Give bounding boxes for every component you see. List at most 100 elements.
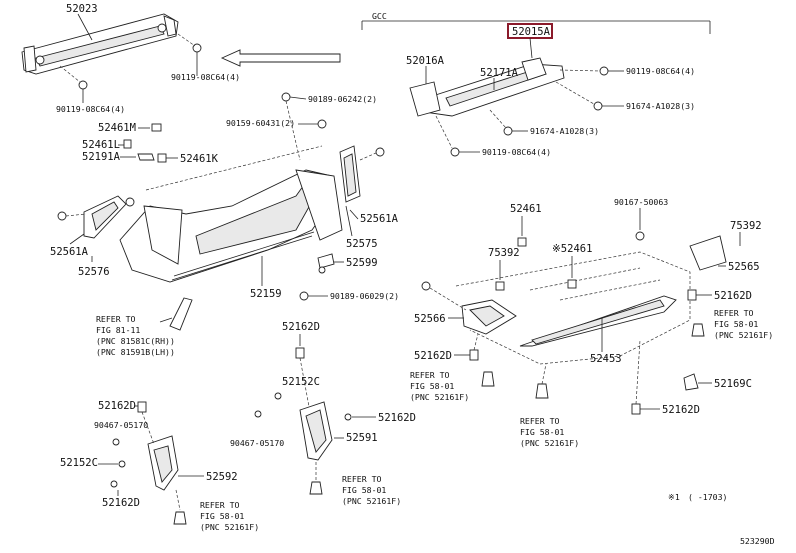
clip-icon (295, 347, 305, 359)
label-90467-a[interactable]: 90467-05170 (94, 420, 148, 430)
label-75392-m[interactable]: 75392 (488, 247, 520, 259)
bolt-icon (503, 126, 513, 136)
label-52599[interactable]: 52599 (346, 257, 378, 269)
clip-icon (318, 266, 326, 274)
label-75392-r[interactable]: 75392 (730, 220, 762, 232)
clip-icon (469, 349, 479, 361)
label-52461M[interactable]: 52461M (98, 122, 136, 134)
ref58b-line1: REFER TO (342, 474, 382, 484)
label-52162D-3[interactable]: 52162D (282, 321, 320, 333)
label-52453[interactable]: 52453 (590, 353, 622, 365)
clip-icon (274, 392, 282, 400)
label-52461-b[interactable]: ※52461 (552, 243, 592, 255)
label-52592[interactable]: 52592 (206, 471, 238, 483)
clip-icon (137, 401, 147, 413)
clip-icon (110, 480, 118, 488)
footnote-mark: ※1 (668, 492, 680, 502)
clip-icon (687, 289, 697, 301)
label-52575[interactable]: 52575 (346, 238, 378, 250)
screw-icon (691, 323, 705, 337)
ref58c-line1: REFER TO (714, 308, 754, 318)
clip-icon (125, 197, 135, 207)
ref58c-line3: (PNC 52161F) (714, 330, 773, 340)
label-52015A[interactable]: 52015A (512, 26, 551, 38)
label-52561A-l[interactable]: 52561A (50, 246, 89, 258)
clip-icon (421, 281, 431, 291)
label-52561A-r[interactable]: 52561A (360, 213, 399, 225)
label-52565[interactable]: 52565 (728, 261, 760, 273)
ref58e-line3: (PNC 52161F) (520, 438, 579, 448)
label-90119-tl[interactable]: 90119-08C64(4) (56, 104, 125, 114)
footnote-range: ( -1703) (688, 492, 727, 502)
label-52162D-6[interactable]: 52162D (378, 412, 416, 424)
label-52162D-4[interactable]: 52162D (98, 400, 136, 412)
label-52023[interactable]: 52023 (66, 3, 98, 15)
label-52159[interactable]: 52159 (250, 288, 282, 300)
ref81-line3: (PNC 81581C(RH)) (96, 336, 175, 346)
clip-icon (123, 139, 132, 149)
label-52461L[interactable]: 52461L (82, 139, 120, 151)
label-52162D-5[interactable]: 52162D (102, 497, 140, 509)
clip-icon (157, 153, 167, 163)
part-52023-shape (21, 13, 179, 75)
bolt-icon (593, 101, 603, 111)
clip-icon (254, 410, 262, 418)
ref58b-line3: (PNC 52161F) (342, 496, 401, 506)
label-52191A[interactable]: 52191A (82, 151, 121, 163)
bolt-icon (599, 66, 609, 76)
ref58b-line2[interactable]: FIG 58-01 (342, 485, 386, 495)
screw-icon (309, 481, 323, 495)
clip-icon (317, 253, 335, 269)
ref58c-line2[interactable]: FIG 58-01 (714, 319, 758, 329)
label-52461-a[interactable]: 52461 (510, 203, 542, 215)
label-52576[interactable]: 52576 (78, 266, 110, 278)
label-52162D-1[interactable]: 52162D (714, 290, 752, 302)
label-90189-2[interactable]: 90189-06242(2) (308, 94, 377, 104)
part-52171A-shape (409, 57, 565, 117)
clip-icon (567, 279, 577, 289)
label-91674-r[interactable]: 91674-A1028(3) (626, 101, 695, 111)
bolt-icon (450, 147, 460, 157)
gcc-bracket (361, 20, 711, 34)
label-52152C-a[interactable]: 52152C (60, 457, 98, 469)
ref58d-line3: (PNC 52161F) (410, 392, 469, 402)
ref58a-line3: (PNC 52161F) (200, 522, 259, 532)
clip-icon (344, 413, 352, 421)
clip-icon (631, 403, 641, 415)
clip-icon (151, 123, 162, 132)
label-90119-m[interactable]: 90119-08C64(4) (482, 147, 551, 157)
ref58e-line2[interactable]: FIG 58-01 (520, 427, 564, 437)
bolt-icon (192, 43, 202, 53)
ref58d-line1: REFER TO (410, 370, 450, 380)
clip-icon (57, 211, 67, 221)
label-90119-r[interactable]: 90119-08C64(4) (626, 66, 695, 76)
label-91674-m[interactable]: 91674-A1028(3) (530, 126, 599, 136)
ref58d-line2[interactable]: FIG 58-01 (410, 381, 454, 391)
label-52169C[interactable]: 52169C (714, 378, 752, 390)
label-52016A[interactable]: 52016A (406, 55, 445, 67)
label-90467-b[interactable]: 90467-05170 (230, 438, 284, 448)
front-arrow-icon (220, 49, 341, 67)
label-90167[interactable]: 90167-50063 (614, 197, 668, 207)
part-52576-shape (83, 195, 127, 239)
label-90189-06029[interactable]: 90189-06029(2) (330, 291, 399, 301)
label-52591[interactable]: 52591 (346, 432, 378, 444)
ref58a-line1: REFER TO (200, 500, 240, 510)
lamp-cover-shape (169, 297, 193, 331)
diagram-code: 523290D (740, 536, 775, 546)
ref81-line2[interactable]: FIG 81-11 (96, 325, 140, 335)
screw-icon (481, 371, 495, 387)
part-52592-shape (147, 435, 179, 491)
ref81-line4: (PNC 81591B(LH)) (96, 347, 175, 357)
label-52566[interactable]: 52566 (414, 313, 446, 325)
ref58a-line2[interactable]: FIG 58-01 (200, 511, 244, 521)
label-52461K[interactable]: 52461K (180, 153, 219, 165)
part-52566-shape (461, 299, 517, 335)
label-90119-tr[interactable]: 90119-08C64(4) (171, 72, 240, 82)
label-52152C-b[interactable]: 52152C (282, 376, 320, 388)
label-90159-2[interactable]: 90159-60431(2) (226, 118, 295, 128)
label-52162D-2[interactable]: 52162D (414, 350, 452, 362)
label-52162D-7[interactable]: 52162D (662, 404, 700, 416)
label-52171A[interactable]: 52171A (480, 67, 519, 79)
